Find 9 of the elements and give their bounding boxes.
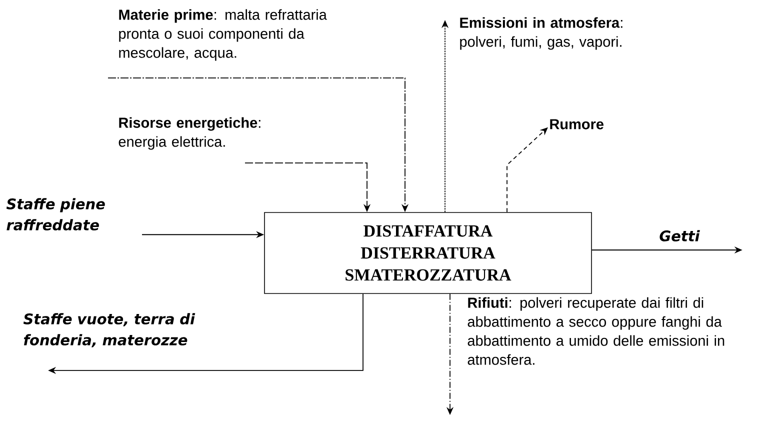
output-label: Rifiuti: polveri recuperate dai filtri di abbattimento a secco oppure fanghi da abbattimento a umido delle emissioni in atmosfera. bbox=[468, 297, 724, 365]
process-box: DISTAFFATURA DISTERRATURA SMATEROZZATURA bbox=[264, 212, 592, 294]
output-label: Emissioni in atmosfera: polveri, fumi, gas, vapori. bbox=[460, 17, 622, 50]
output-label: Staffe vuote, terra di fonderia, materozze bbox=[23, 313, 196, 348]
input-label: Staffe piene raffreddate bbox=[6, 198, 105, 230]
input-label: Risorse energetiche: energia elettrica. bbox=[118, 117, 260, 150]
output-label: Rumore bbox=[550, 119, 604, 130]
output-label: Getti bbox=[660, 230, 700, 242]
input-label: Materie prime: malta refrattaria pronta o suoi componenti da mescolare, acqua. bbox=[119, 9, 327, 61]
